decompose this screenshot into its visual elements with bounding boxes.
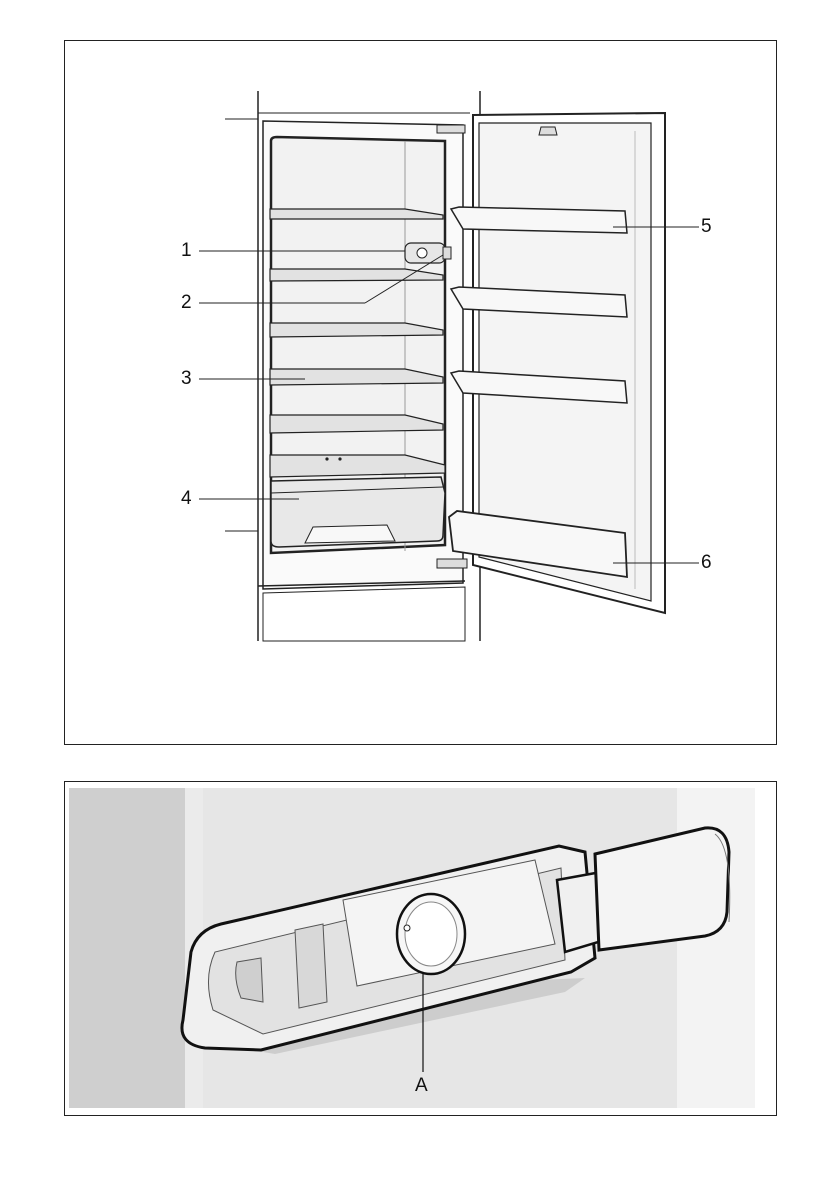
door-rack bbox=[451, 207, 627, 233]
temperature-dial bbox=[397, 894, 465, 974]
control-unit-panel: A bbox=[64, 781, 777, 1116]
temperature-control-unit bbox=[405, 243, 451, 263]
glass-shelf bbox=[270, 209, 443, 219]
door-handle-icon bbox=[539, 127, 557, 135]
glass-shelf bbox=[270, 369, 443, 385]
fridge-diagram-panel: 1 2 3 4 5 6 bbox=[64, 40, 777, 745]
callout-3: 3 bbox=[181, 369, 192, 388]
glass-shelf bbox=[270, 323, 443, 337]
left-wall bbox=[69, 788, 185, 1108]
dial-indicator-icon bbox=[404, 925, 410, 931]
door-hinge-top bbox=[437, 125, 465, 133]
callout-1: 1 bbox=[181, 241, 192, 260]
callout-a: A bbox=[415, 1076, 428, 1095]
fridge-illustration bbox=[65, 41, 778, 746]
callout-6: 6 bbox=[701, 553, 712, 572]
door-hinge-bottom bbox=[437, 559, 467, 568]
callout-5: 5 bbox=[701, 217, 712, 236]
glass-shelf bbox=[270, 455, 445, 477]
control-unit-illustration bbox=[65, 782, 777, 1116]
glass-shelf bbox=[270, 415, 443, 433]
callout-4: 4 bbox=[181, 489, 192, 508]
callout-2: 2 bbox=[181, 293, 192, 312]
